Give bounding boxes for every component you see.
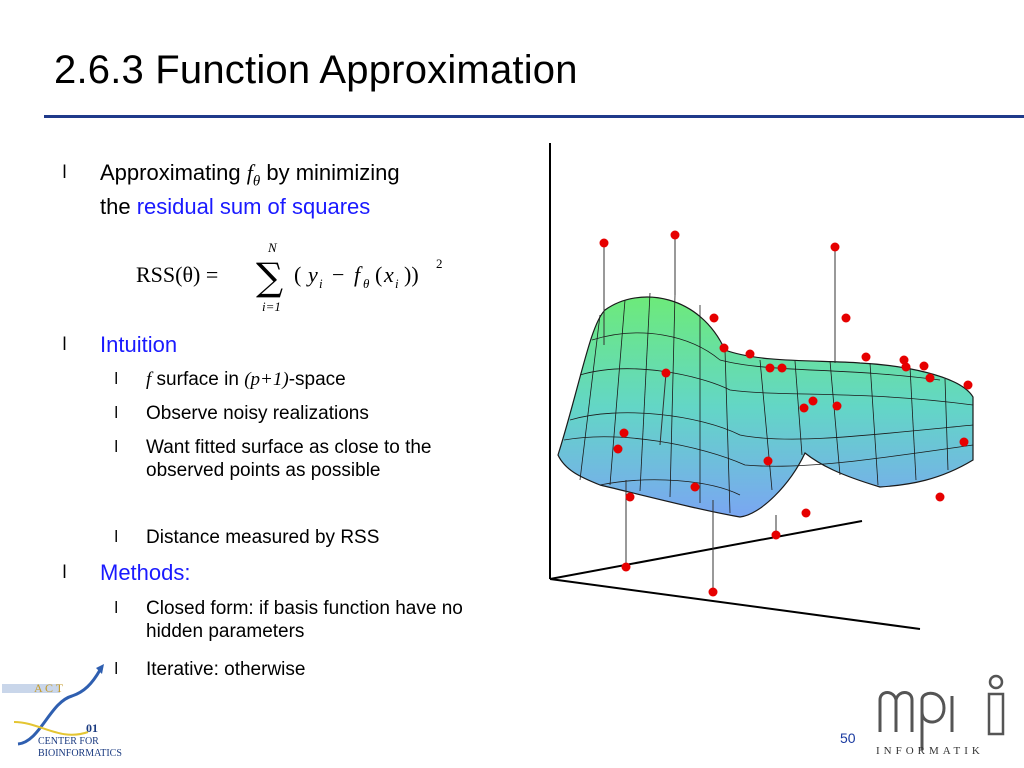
data-point [670, 230, 680, 240]
paren-x-open: ( [375, 262, 382, 287]
sub-bullet-marker: l [114, 598, 119, 617]
page-number: 50 [840, 730, 856, 746]
sum-symbol: ∑ [256, 255, 283, 299]
mpi-pillar [987, 692, 1005, 736]
bullet-text: -space [288, 369, 346, 390]
sub-bullet-marker: l [114, 659, 119, 678]
sub-bullet-noisy: Observe noisy realizations [146, 403, 369, 424]
sub-bullet-marker: l [114, 403, 119, 422]
bullet-intuition: Intuition [100, 332, 178, 357]
data-point [901, 362, 911, 372]
var-y: y [306, 262, 318, 287]
sum-lower: i=1 [262, 299, 281, 314]
data-point [621, 562, 631, 572]
bullet-text: surface in [151, 369, 245, 390]
paren-open: ( [294, 262, 301, 287]
formula-lhs: RSS(θ) = [136, 262, 218, 287]
logo-arrow [96, 664, 104, 674]
bullet-text: by minimizing [260, 160, 400, 185]
data-point [709, 313, 719, 323]
observed-points [599, 230, 973, 597]
data-point [613, 444, 623, 454]
mpi-glyph [878, 691, 954, 750]
bullet-marker: l [62, 162, 68, 183]
data-point [661, 368, 671, 378]
title-rule [44, 115, 1024, 118]
sub-bullet-iterative: Iterative: otherwise [146, 659, 306, 680]
rss-formula: RSS(θ) = N ∑ i=1 ( y i − f θ ( x i )) 2 [136, 240, 443, 314]
mpi-informatik-logo: INFORMATIK [876, 674, 1005, 757]
fitted-surface [557, 296, 974, 518]
func-f-sub: θ [363, 276, 370, 291]
data-point [808, 396, 818, 406]
data-point [619, 428, 629, 438]
data-point [935, 492, 945, 502]
data-point [830, 242, 840, 252]
math-p1: (p+1) [244, 369, 289, 390]
bullet-text: Approximating [100, 160, 247, 185]
var-x: x [383, 262, 394, 287]
data-point [745, 349, 755, 359]
bullet-methods: Methods: [100, 560, 191, 585]
data-point [771, 530, 781, 540]
logo-glyphs: A C T [34, 681, 64, 695]
center-for-bioinformatics-logo: A C T 01 CENTER FOR BIOINFORMATICS [2, 664, 122, 759]
logo-curve [17, 669, 102, 746]
data-point [765, 363, 775, 373]
sub-bullet-marker: l [114, 437, 119, 456]
data-point [861, 352, 871, 362]
math-f: f [246, 160, 253, 185]
surface-grid [563, 292, 974, 514]
logo-curve-yellow [13, 721, 89, 736]
data-point [708, 587, 718, 597]
bullet-text: the [100, 194, 137, 220]
data-point [799, 403, 809, 413]
sum-upper: N [267, 240, 278, 255]
data-point [801, 508, 811, 518]
logo-text-line2: BIOINFORMATICS [38, 748, 122, 759]
data-point [763, 456, 773, 466]
var-x-sub: i [395, 276, 399, 291]
sub-bullet-surface: f surface in (p+1)-space [146, 368, 496, 391]
data-point [777, 363, 787, 373]
data-point [925, 373, 935, 383]
data-point [719, 343, 729, 353]
rss-term: residual sum of squares [136, 194, 371, 220]
data-point [625, 492, 635, 502]
bullet-approximating: Approximating fθ by minimizing the resid… [100, 160, 400, 220]
minus-sign: − [332, 262, 344, 287]
data-point [959, 437, 969, 447]
sub-bullet-rss: Distance measured by RSS [146, 527, 380, 548]
data-point [919, 361, 929, 371]
logo-bar [2, 684, 60, 693]
math-f: f [146, 369, 152, 390]
logo-text-line1: CENTER FOR [38, 736, 99, 747]
mpi-wordmark: INFORMATIK [876, 745, 984, 757]
paren-close: )) [404, 262, 419, 287]
data-point [599, 238, 609, 248]
data-point [899, 355, 909, 365]
var-y-sub: i [319, 276, 323, 291]
data-point [841, 313, 851, 323]
slide-title: 2.6.3 Function Approximation [54, 48, 578, 92]
sub-bullet-closed-form: Closed form: if basis function have no h… [146, 598, 463, 642]
sub-bullet-marker: l [114, 369, 119, 388]
exponent: 2 [436, 256, 443, 271]
sub-bullet-close: Want fitted surface as close to the obse… [146, 437, 432, 481]
logo-binary: 01 [86, 721, 98, 735]
y-axis [549, 520, 863, 580]
data-point [832, 401, 842, 411]
data-point [963, 380, 973, 390]
sub-bullet-marker: l [114, 527, 119, 546]
x-axis [549, 578, 921, 630]
surface-figure [549, 143, 974, 630]
mpi-dot [988, 674, 1004, 690]
math-theta: θ [252, 173, 261, 190]
data-point [690, 482, 700, 492]
bullet-marker: l [62, 562, 68, 583]
bullet-marker: l [62, 334, 68, 355]
func-f: f [354, 262, 363, 287]
